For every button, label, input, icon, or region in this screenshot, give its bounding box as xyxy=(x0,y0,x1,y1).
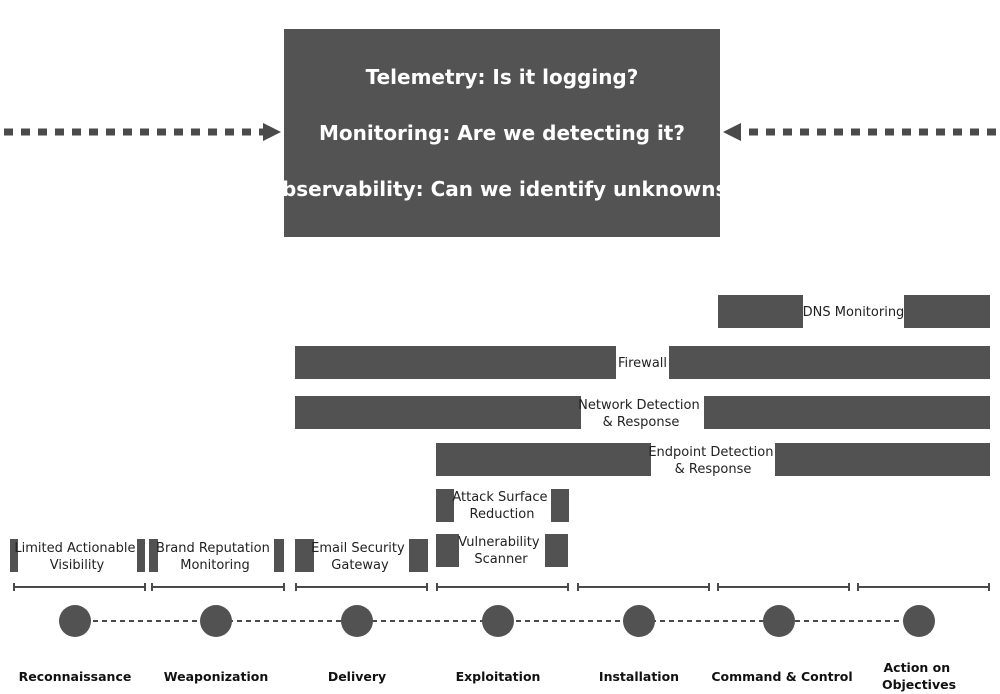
stage-label-action-objectives: Action on Objectives xyxy=(882,660,956,692)
stage-brackets xyxy=(13,583,990,591)
node-action-objectives xyxy=(903,605,935,637)
observability-question: Observability: Can we identify unknowns? xyxy=(265,177,739,201)
control-endpoint-detection-response: Endpoint Detection & Response xyxy=(436,443,990,477)
control-firewall: Firewall xyxy=(295,346,990,379)
stage-label-delivery: Delivery xyxy=(328,669,386,684)
edr-label: Endpoint Detection & Response xyxy=(648,445,777,477)
bracket-installation xyxy=(577,583,710,591)
firewall-label: Firewall xyxy=(618,356,667,371)
stage-label-command-control: Command & Control xyxy=(711,669,852,684)
asr-label: Attack Surface Reduction xyxy=(452,490,551,522)
limited-visibility-label: Limited Actionable Visibility xyxy=(14,541,139,573)
control-network-detection-response: Network Detection & Response xyxy=(295,396,990,430)
bracket-command-control xyxy=(717,583,850,591)
stage-label-installation: Installation xyxy=(599,669,679,684)
control-vulnerability-scanner: Vulnerability Scanner xyxy=(436,534,568,567)
control-brand-reputation-monitoring: Brand Reputation Monitoring xyxy=(149,539,284,573)
control-email-security-gateway: Email Security Gateway xyxy=(295,539,428,573)
question-box: Telemetry: Is it logging? Monitoring: Ar… xyxy=(265,29,739,237)
control-attack-surface-reduction: Attack Surface Reduction xyxy=(436,489,569,522)
bracket-exploitation xyxy=(436,583,569,591)
node-weaponization xyxy=(200,605,232,637)
brand-reputation-label: Brand Reputation Monitoring xyxy=(156,541,274,573)
stage-label-weaponization: Weaponization xyxy=(164,669,268,684)
stage-label-exploitation: Exploitation xyxy=(456,669,541,684)
stage-nodes xyxy=(59,605,935,637)
bracket-reconnaissance xyxy=(13,583,146,591)
bracket-delivery xyxy=(295,583,428,591)
node-reconnaissance xyxy=(59,605,91,637)
email-security-label: Email Security Gateway xyxy=(311,541,409,573)
node-delivery xyxy=(341,605,373,637)
control-limited-actionable-visibility: Limited Actionable Visibility xyxy=(10,539,145,573)
stage-label-reconnaissance: Reconnaissance xyxy=(19,669,132,684)
control-dns-monitoring: DNS Monitoring xyxy=(718,295,990,328)
monitoring-question: Monitoring: Are we detecting it? xyxy=(319,121,685,145)
node-installation xyxy=(623,605,655,637)
node-exploitation xyxy=(482,605,514,637)
stage-labels: Reconnaissance Weaponization Delivery Ex… xyxy=(19,660,956,692)
node-command-control xyxy=(763,605,795,637)
bracket-action-objectives xyxy=(857,583,990,591)
dns-monitoring-label: DNS Monitoring xyxy=(803,305,905,320)
vulnerability-scanner-label: Vulnerability Scanner xyxy=(458,535,543,567)
ndr-label: Network Detection & Response xyxy=(578,398,704,430)
telemetry-question: Telemetry: Is it logging? xyxy=(366,65,639,89)
bracket-weaponization xyxy=(151,583,285,591)
